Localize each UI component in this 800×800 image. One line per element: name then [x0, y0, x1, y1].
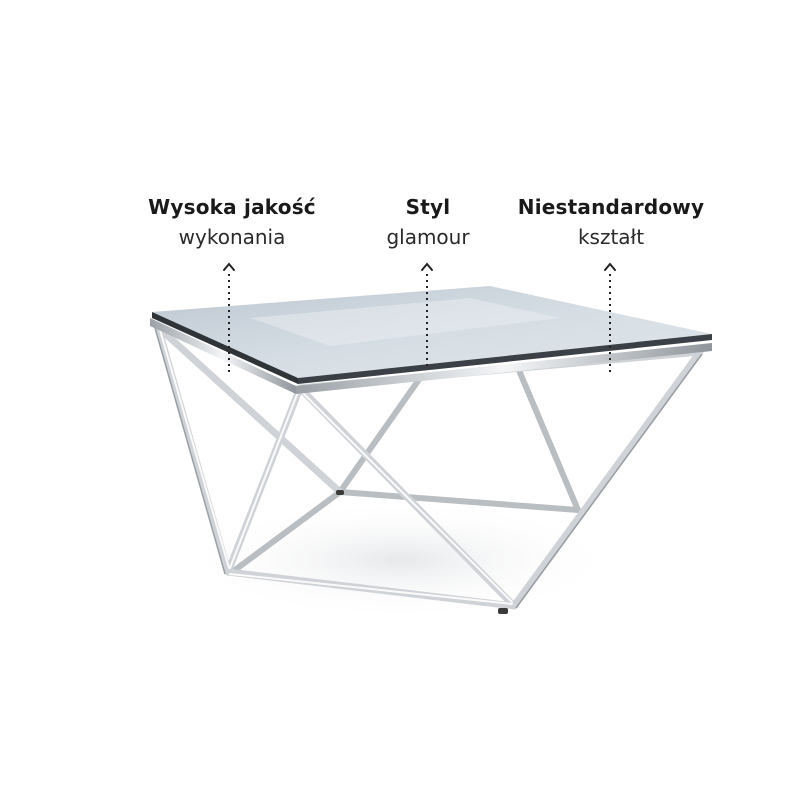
top-chrome-rim [150, 318, 296, 394]
feature-quality: Wysoka jakość wykonania [112, 194, 352, 251]
arrow-head-icon [223, 262, 616, 271]
feature-quality-subtitle: wykonania [178, 225, 286, 249]
feature-shape-subtitle: kształt [577, 225, 645, 249]
feature-shape-title: Niestandardowy [517, 195, 705, 219]
table-frame-dark-edges [154, 327, 703, 609]
table-foot [336, 490, 344, 495]
glass-edge [152, 312, 298, 384]
feature-style-subtitle: glamour [386, 225, 470, 249]
feature-style: Styl glamour [308, 194, 548, 251]
table-foot [498, 608, 508, 614]
feature-style-title: Styl [405, 195, 451, 219]
feature-quality-title: Wysoka jakość [148, 195, 316, 219]
table-frame-back [232, 365, 581, 573]
table-frame-highlights [159, 329, 513, 605]
glass-top-reflection [250, 298, 560, 346]
top-chrome-rim [296, 343, 712, 394]
feature-shape: Niestandardowy kształt [491, 194, 731, 251]
glass-edge [298, 334, 712, 384]
dotted-arrow-up-icon [228, 274, 611, 372]
